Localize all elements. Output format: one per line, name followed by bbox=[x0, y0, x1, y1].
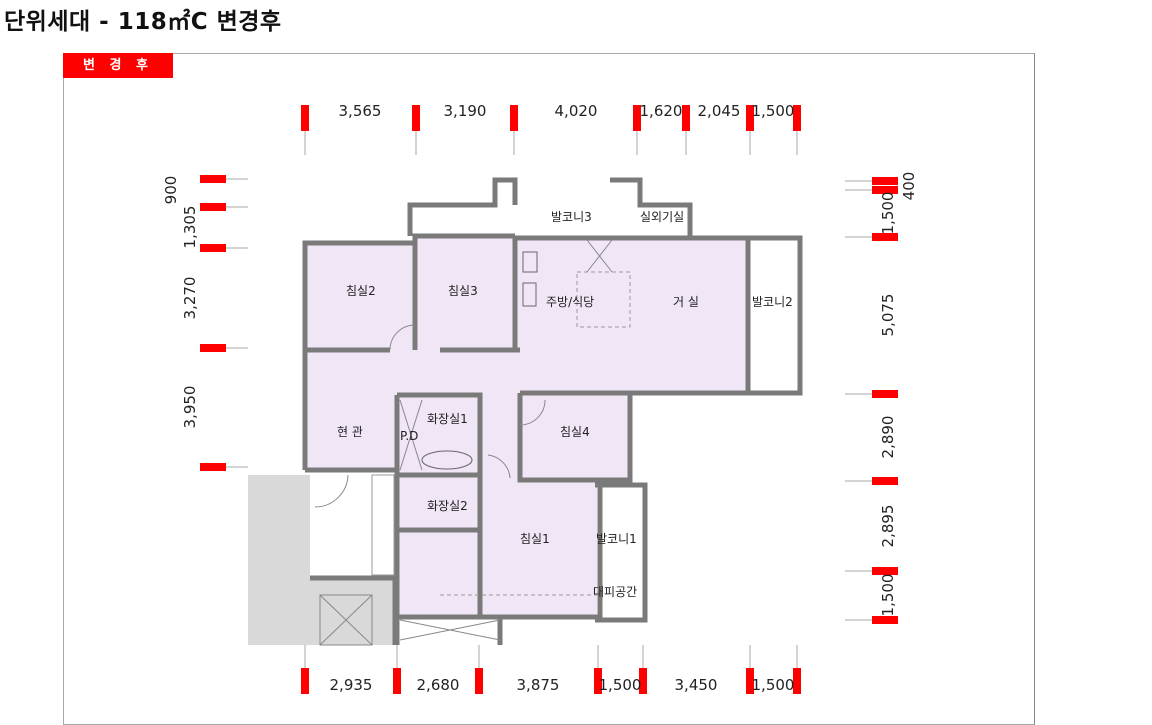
dimension-label-left: 3,950 bbox=[181, 386, 199, 429]
dimension-marker bbox=[393, 668, 401, 694]
dimension-marker bbox=[872, 390, 898, 398]
dimension-label-top: 2,045 bbox=[698, 102, 741, 120]
door-swing bbox=[487, 454, 511, 479]
sink bbox=[522, 282, 537, 307]
dimension-label-left: 1,305 bbox=[181, 206, 199, 249]
dimension-marker bbox=[200, 203, 226, 211]
dimension-marker bbox=[301, 105, 309, 131]
balcony1-area bbox=[597, 485, 644, 618]
dimension-marker bbox=[793, 105, 801, 131]
room-label-bedroom3: 침실3 bbox=[448, 284, 478, 298]
dimension-label-right: 2,890 bbox=[879, 416, 897, 459]
room-label-bath1: 화장실1 bbox=[427, 412, 468, 426]
dimension-marker bbox=[872, 567, 898, 575]
dimension-marker bbox=[682, 105, 690, 131]
dimension-marker bbox=[200, 463, 226, 471]
stair-shaft bbox=[371, 474, 395, 576]
room-label-bedroom4: 침실4 bbox=[560, 425, 590, 439]
dimension-label-bottom: 2,680 bbox=[417, 676, 460, 694]
dimension-marker bbox=[872, 177, 898, 185]
room-label-outdoor-unit: 실외기실 bbox=[640, 210, 684, 224]
dimension-label-right: 1,500 bbox=[879, 574, 897, 617]
dimension-marker bbox=[639, 668, 647, 694]
dimension-label-left: 3,270 bbox=[181, 277, 199, 320]
dimension-label-top: 3,565 bbox=[339, 102, 382, 120]
dimension-marker bbox=[200, 175, 226, 183]
room-label-living: 거 실 bbox=[673, 295, 699, 309]
dimension-label-bottom: 3,875 bbox=[517, 676, 560, 694]
room-label-balcony1: 발코니1 bbox=[596, 532, 637, 546]
dimension-label-bottom: 2,935 bbox=[330, 676, 373, 694]
dimension-marker bbox=[746, 105, 754, 131]
dimension-marker bbox=[412, 105, 420, 131]
dimension-label-top: 4,020 bbox=[555, 102, 598, 120]
dimension-label-right: 1,500 bbox=[879, 192, 897, 235]
dimension-label-right: 5,075 bbox=[879, 294, 897, 337]
dimension-label-left: 900 bbox=[162, 176, 180, 205]
dimension-marker bbox=[594, 668, 602, 694]
dimension-marker bbox=[301, 668, 309, 694]
dimension-label-top: 1,500 bbox=[752, 102, 795, 120]
room-label-kitchen: 주방/식당 bbox=[546, 295, 594, 309]
dimension-marker bbox=[872, 477, 898, 485]
stove bbox=[522, 251, 538, 273]
dimension-marker bbox=[872, 616, 898, 624]
shaft-cross bbox=[319, 594, 373, 646]
dimension-label-top: 3,190 bbox=[444, 102, 487, 120]
balcony3-area bbox=[410, 180, 690, 238]
dimension-label-bottom: 3,450 bbox=[675, 676, 718, 694]
dimension-marker bbox=[475, 668, 483, 694]
room-label-balcony3: 발코니3 bbox=[551, 210, 592, 224]
page-title: 단위세대 - 118㎡C 변경후 bbox=[4, 9, 282, 35]
bathtub bbox=[421, 450, 473, 470]
dimension-marker bbox=[200, 344, 226, 352]
exterior-area bbox=[248, 475, 310, 645]
exterior-area bbox=[310, 578, 395, 645]
walls bbox=[302, 177, 803, 645]
room-label-balcony2: 발코니2 bbox=[752, 295, 793, 309]
dimension-label-bottom: 1,500 bbox=[752, 676, 795, 694]
dimension-marker bbox=[746, 668, 754, 694]
fixtures bbox=[314, 239, 631, 641]
room-label-entrance: 현 관 bbox=[337, 425, 363, 439]
dimension-label-right: 2,895 bbox=[879, 505, 897, 548]
dimension-marker bbox=[510, 105, 518, 131]
dimension-label-bottom: 1,500 bbox=[599, 676, 642, 694]
dimension-marker bbox=[793, 668, 801, 694]
dimension-marker bbox=[200, 244, 226, 252]
dimension-marker bbox=[633, 105, 641, 131]
dimension-marker bbox=[872, 233, 898, 241]
version-tag: 변 경 후 bbox=[63, 53, 173, 78]
room-label-bedroom2: 침실2 bbox=[346, 284, 376, 298]
room-label-bath2: 화장실2 bbox=[427, 499, 468, 513]
dimension-label-right: 400 bbox=[900, 172, 918, 201]
room-label-pd: P.D bbox=[400, 429, 418, 443]
dimension-label-top: 1,620 bbox=[640, 102, 683, 120]
door-swing bbox=[519, 399, 546, 426]
room-label-shelter: 대피공간 bbox=[593, 585, 637, 599]
elevator-shaft bbox=[319, 594, 373, 646]
balcony2-area bbox=[750, 238, 800, 393]
dining-table bbox=[576, 271, 631, 328]
door-swing bbox=[389, 324, 416, 351]
door-swing bbox=[314, 474, 349, 508]
dimension-marker bbox=[872, 186, 898, 194]
room-label-bedroom1: 침실1 bbox=[520, 532, 550, 546]
dimension-lines: 3,565 3,190 4,020 1,620 2,045 1,500 2,935 2,680… bbox=[162, 102, 918, 694]
